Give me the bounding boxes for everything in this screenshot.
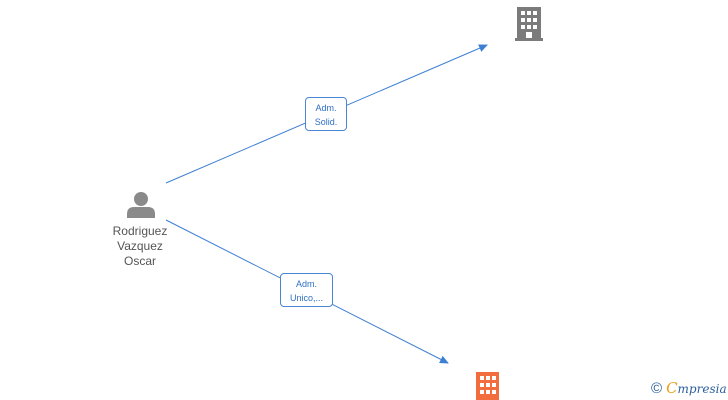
building-icon[interactable] [476, 372, 499, 400]
building-icon[interactable] [515, 7, 543, 41]
edge-label-line: Solid. [314, 117, 338, 127]
edge-label-adm-unico[interactable]: Adm. Unico,... [280, 273, 333, 307]
person-name-line: Rodriguez [112, 224, 168, 238]
edge-label-line: Unico,... [289, 293, 323, 303]
copyright-symbol: © [651, 380, 663, 397]
person-name-line: Oscar [123, 254, 156, 268]
edge-label-line: Adm. [295, 279, 317, 289]
brand-initial: C [666, 379, 678, 397]
person-name-line: Vazquez [117, 239, 163, 253]
brand-watermark: ©Cmpresia [651, 379, 727, 397]
person-name[interactable]: Rodriguez Vazquez Oscar [96, 224, 184, 269]
person-icon[interactable] [127, 192, 155, 218]
brand-name: mpresia [677, 382, 727, 396]
edge-label-line: Adm. [315, 103, 337, 113]
edge-label-adm-solid[interactable]: Adm. Solid. [305, 97, 347, 131]
